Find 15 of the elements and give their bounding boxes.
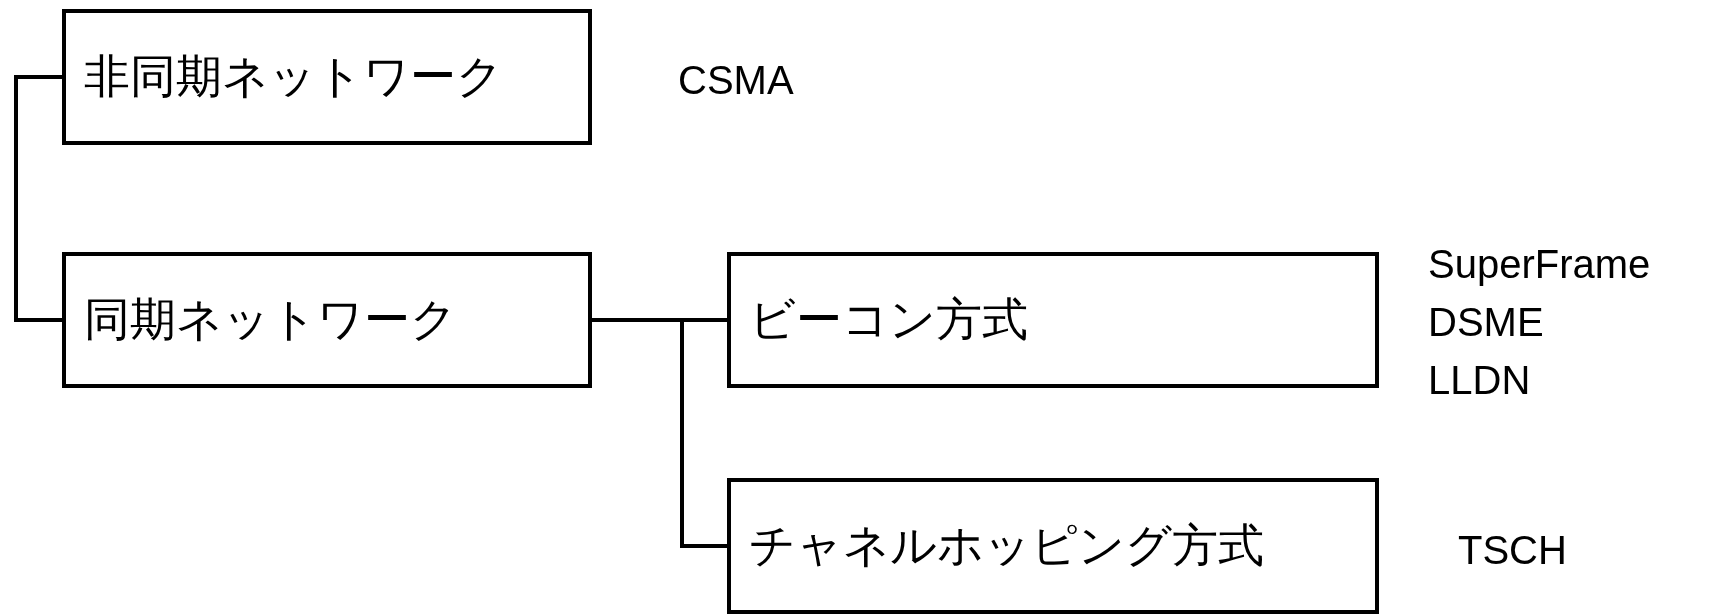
connector-line xyxy=(592,318,727,548)
box-label: ビーコン方式 xyxy=(749,291,1028,348)
protocol-label: DSME xyxy=(1428,302,1544,342)
protocol-label: LLDN xyxy=(1428,360,1531,400)
network-box xyxy=(62,9,592,145)
protocol-label: TSCH xyxy=(1458,530,1567,570)
method-box xyxy=(727,478,1379,614)
box-label: 非同期ネットワーク xyxy=(84,48,503,105)
protocol-label: CSMA xyxy=(678,60,794,100)
box-label: 同期ネットワーク xyxy=(84,291,457,348)
box-label: チャネルホッピング方式 xyxy=(749,517,1264,574)
network-box xyxy=(62,252,592,388)
protocol-label: SuperFrame xyxy=(1428,244,1651,284)
method-box xyxy=(727,252,1379,388)
connector-line xyxy=(14,75,62,322)
